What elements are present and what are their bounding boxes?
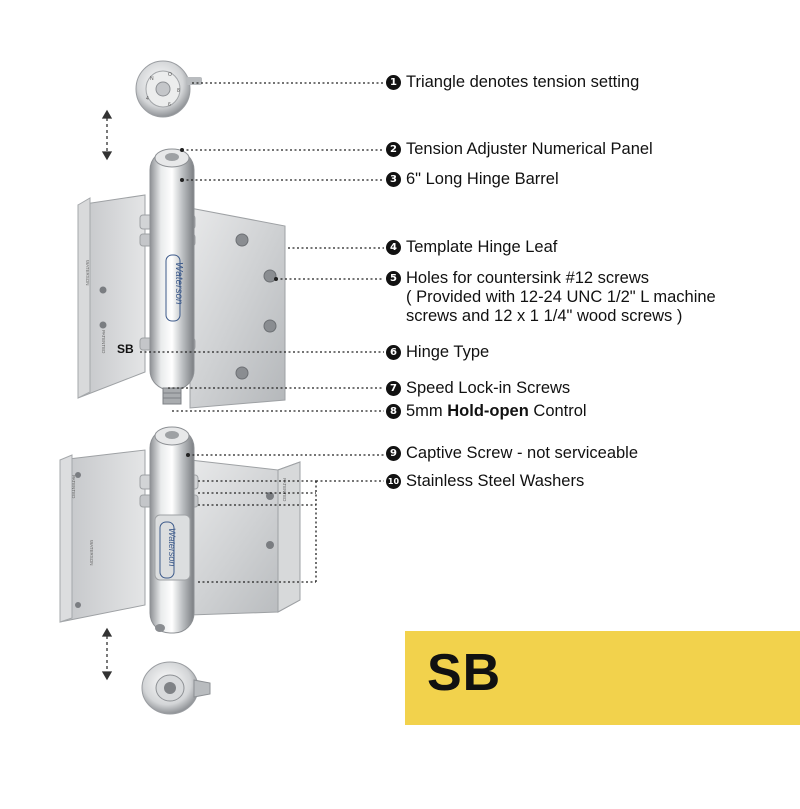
- svg-text:4: 4: [146, 96, 149, 102]
- callout-3-text: 6" Long Hinge Barrel: [406, 170, 559, 188]
- svg-text:WATERSON: WATERSON: [89, 540, 94, 566]
- svg-text:O: O: [168, 72, 172, 78]
- number-2-icon: 2: [386, 142, 401, 157]
- svg-text:PATENTED: PATENTED: [282, 478, 287, 502]
- callout-10-text: Stainless Steel Washers: [406, 472, 585, 490]
- callout-1-text: Triangle denotes tension setting: [406, 73, 640, 91]
- hinge-bottom: PATENTED WATERSON PATENTED Waterson: [59, 426, 301, 634]
- svg-text:Waterson: Waterson: [167, 528, 177, 566]
- svg-text:WATERSON: WATERSON: [85, 260, 90, 286]
- number-10-icon: 10: [386, 474, 401, 489]
- arrow-icon: [101, 109, 113, 681]
- callout-3: 3 6" Long Hinge Barrel: [386, 170, 559, 189]
- number-8-icon: 8: [386, 404, 401, 419]
- callout-2-text: Tension Adjuster Numerical Panel: [406, 140, 653, 158]
- number-6-icon: 6: [386, 345, 401, 360]
- callout-9-text: Captive Screw - not serviceable: [406, 444, 639, 462]
- callout-8-post: Control: [528, 402, 587, 420]
- callout-1: 1 Triangle denotes tension setting: [386, 73, 639, 92]
- callout-8: 8 5mm Hold-open Control: [386, 402, 587, 421]
- callout-7-text: Speed Lock-in Screws: [406, 379, 571, 397]
- number-3-icon: 3: [386, 172, 401, 187]
- callout-5: 5 Holes for countersink #12 screws ( Pro…: [386, 269, 716, 326]
- callout-6: 6 Hinge Type: [386, 343, 489, 362]
- svg-text:PATENTED: PATENTED: [101, 330, 106, 354]
- callout-5-line2: ( Provided with 12-24 UNC 1/2" L machine: [406, 288, 716, 306]
- svg-text:Waterson: Waterson: [173, 262, 184, 305]
- finish-badge-label: SB: [427, 644, 502, 702]
- callout-2: 2 Tension Adjuster Numerical Panel: [386, 140, 653, 159]
- callout-9: 9 Captive Screw - not serviceable: [386, 444, 638, 463]
- leader-dots: [180, 148, 278, 457]
- number-9-icon: 9: [386, 446, 401, 461]
- number-1-icon: 1: [386, 75, 401, 90]
- number-7-icon: 7: [386, 381, 401, 396]
- callout-7: 7 Speed Lock-in Screws: [386, 379, 570, 398]
- hinge-type-tag: SB: [117, 342, 134, 356]
- leader-lines: [140, 82, 384, 583]
- number-4-icon: 4: [386, 240, 401, 255]
- callout-6-text: Hinge Type: [406, 343, 490, 361]
- tension-dial-top: N O 8 6 4: [135, 60, 202, 118]
- callout-8-text: 5mm Hold-open Control: [406, 402, 587, 421]
- finish-badge: SB: [405, 631, 800, 725]
- callout-4: 4 Template Hinge Leaf: [386, 238, 557, 257]
- callout-5-line3: screws and 12 x 1 1/4" wood screws ): [406, 307, 683, 325]
- svg-text:N: N: [150, 76, 154, 82]
- hinge-top: WATERSON PATENTED Waterson: [77, 148, 286, 409]
- callout-10: 10 Stainless Steel Washers: [386, 472, 584, 491]
- svg-text:PATENTED: PATENTED: [71, 475, 76, 499]
- number-5-icon: 5: [386, 271, 401, 286]
- callout-8-pre: 5mm: [406, 402, 448, 420]
- callout-5-text: Holes for countersink #12 screws: [406, 269, 650, 287]
- svg-text:8: 8: [177, 88, 180, 94]
- callout-4-text: Template Hinge Leaf: [406, 238, 558, 256]
- svg-text:6: 6: [168, 102, 171, 108]
- tension-dial-bottom: [141, 661, 211, 715]
- callout-8-bold: Hold-open: [447, 402, 529, 420]
